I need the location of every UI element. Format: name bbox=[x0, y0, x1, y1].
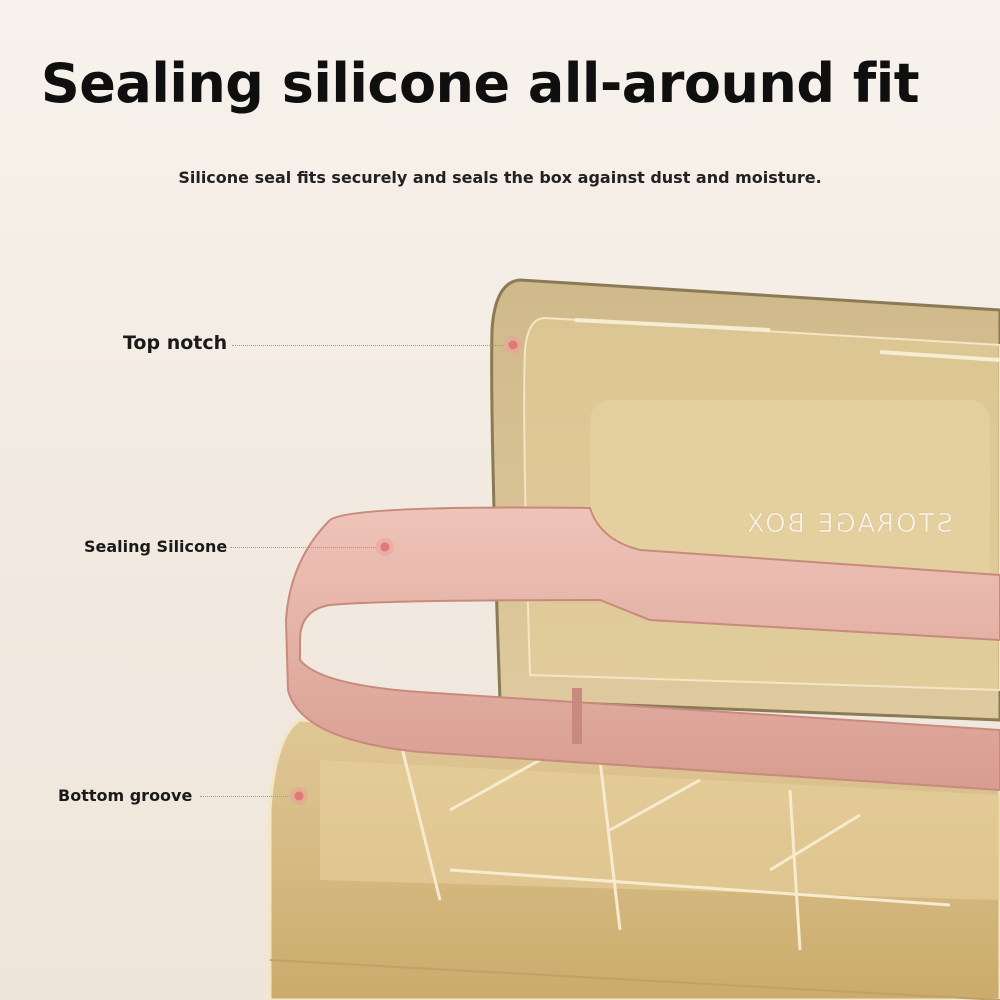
callout-top-notch-label: Top notch bbox=[123, 332, 228, 354]
callout-top-notch-leader bbox=[232, 345, 504, 346]
box-lid: STORAGE BOX bbox=[490, 278, 1000, 722]
box-base bbox=[268, 718, 1000, 1000]
callout-top-notch-marker bbox=[504, 336, 522, 354]
callout-bottom-groove-marker bbox=[290, 787, 308, 805]
sealing-silicone-ring bbox=[284, 506, 1000, 792]
page-subtitle: Silicone seal fits securely and seals th… bbox=[178, 168, 822, 187]
callout-bottom-groove-label: Bottom groove bbox=[58, 786, 193, 805]
callout-sealing-silicone-marker bbox=[376, 538, 394, 556]
callout-bottom-groove-leader bbox=[200, 796, 290, 797]
callout-sealing-silicone-leader bbox=[230, 547, 376, 548]
page-title: Sealing silicone all-around fit bbox=[40, 52, 920, 115]
callout-sealing-silicone-label: Sealing Silicone bbox=[84, 537, 228, 556]
lid-label: STORAGE BOX bbox=[745, 509, 953, 539]
